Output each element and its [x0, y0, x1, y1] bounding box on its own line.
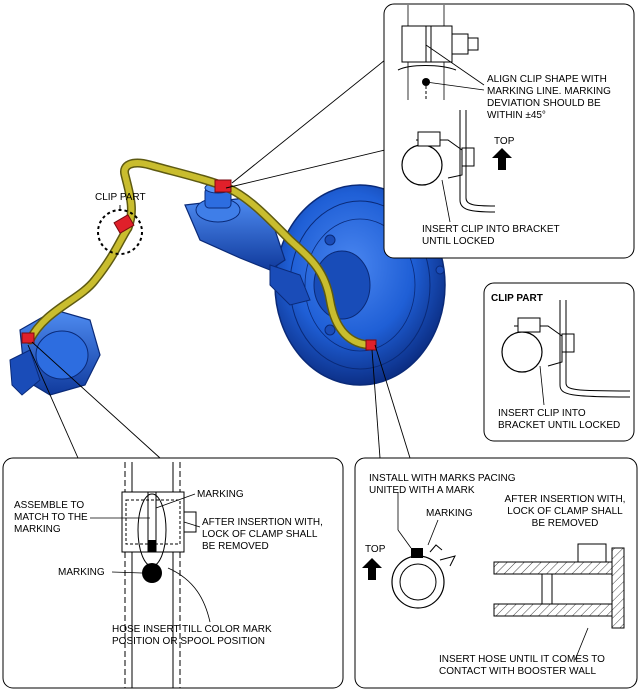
hose-clips	[21, 179, 377, 351]
after-insertion-note-left: AFTER INSERTION WITH, LOCK OF CLAMP SHAL…	[202, 517, 323, 552]
top-label-upper: TOP	[494, 136, 515, 147]
assemble-note: ASSEMBLE TO MATCH TO THE MARKING	[14, 500, 88, 535]
callout-top-right	[383, 3, 635, 259]
top-label-lower: TOP	[365, 544, 386, 555]
align-clip-note: ALIGN CLIP SHAPE WITH MARKING LINE. MARK…	[487, 74, 611, 121]
callout-bottom-right	[354, 457, 638, 689]
marking-right-label: MARKING	[426, 508, 473, 519]
insert-clip-bracket-note: INSERT CLIP INTO BRACKET UNTIL LOCKED	[422, 224, 560, 247]
callout-clip-part	[483, 282, 635, 442]
clip-part-box-title: CLIP PART	[491, 293, 543, 304]
leader-lines	[27, 59, 411, 459]
install-marks-note: INSTALL WITH MARKS PACING UNITED WITH A …	[369, 473, 516, 496]
vacuum-hose	[25, 158, 377, 350]
after-insertion-note-right: AFTER INSERTION WITH, LOCK OF CLAMP SHAL…	[504, 494, 626, 529]
vacuum-pump	[9, 309, 101, 396]
master-cylinder	[184, 182, 311, 306]
hose-insert-note: HOSE INSERT TILL COLOR MARK POSITION OR …	[112, 624, 272, 647]
marking-top-label: MARKING	[197, 489, 244, 500]
clip-part-pointer-label: CLIP PART	[95, 192, 146, 203]
marking-bottom-label: MARKING	[58, 567, 105, 578]
callout-bottom-left	[2, 457, 344, 689]
clip-part-insert-note: INSERT CLIP INTO BRACKET UNTIL LOCKED	[498, 408, 621, 431]
insert-hose-note: INSERT HOSE UNTIL IT COMES TO CONTACT WI…	[439, 654, 605, 677]
